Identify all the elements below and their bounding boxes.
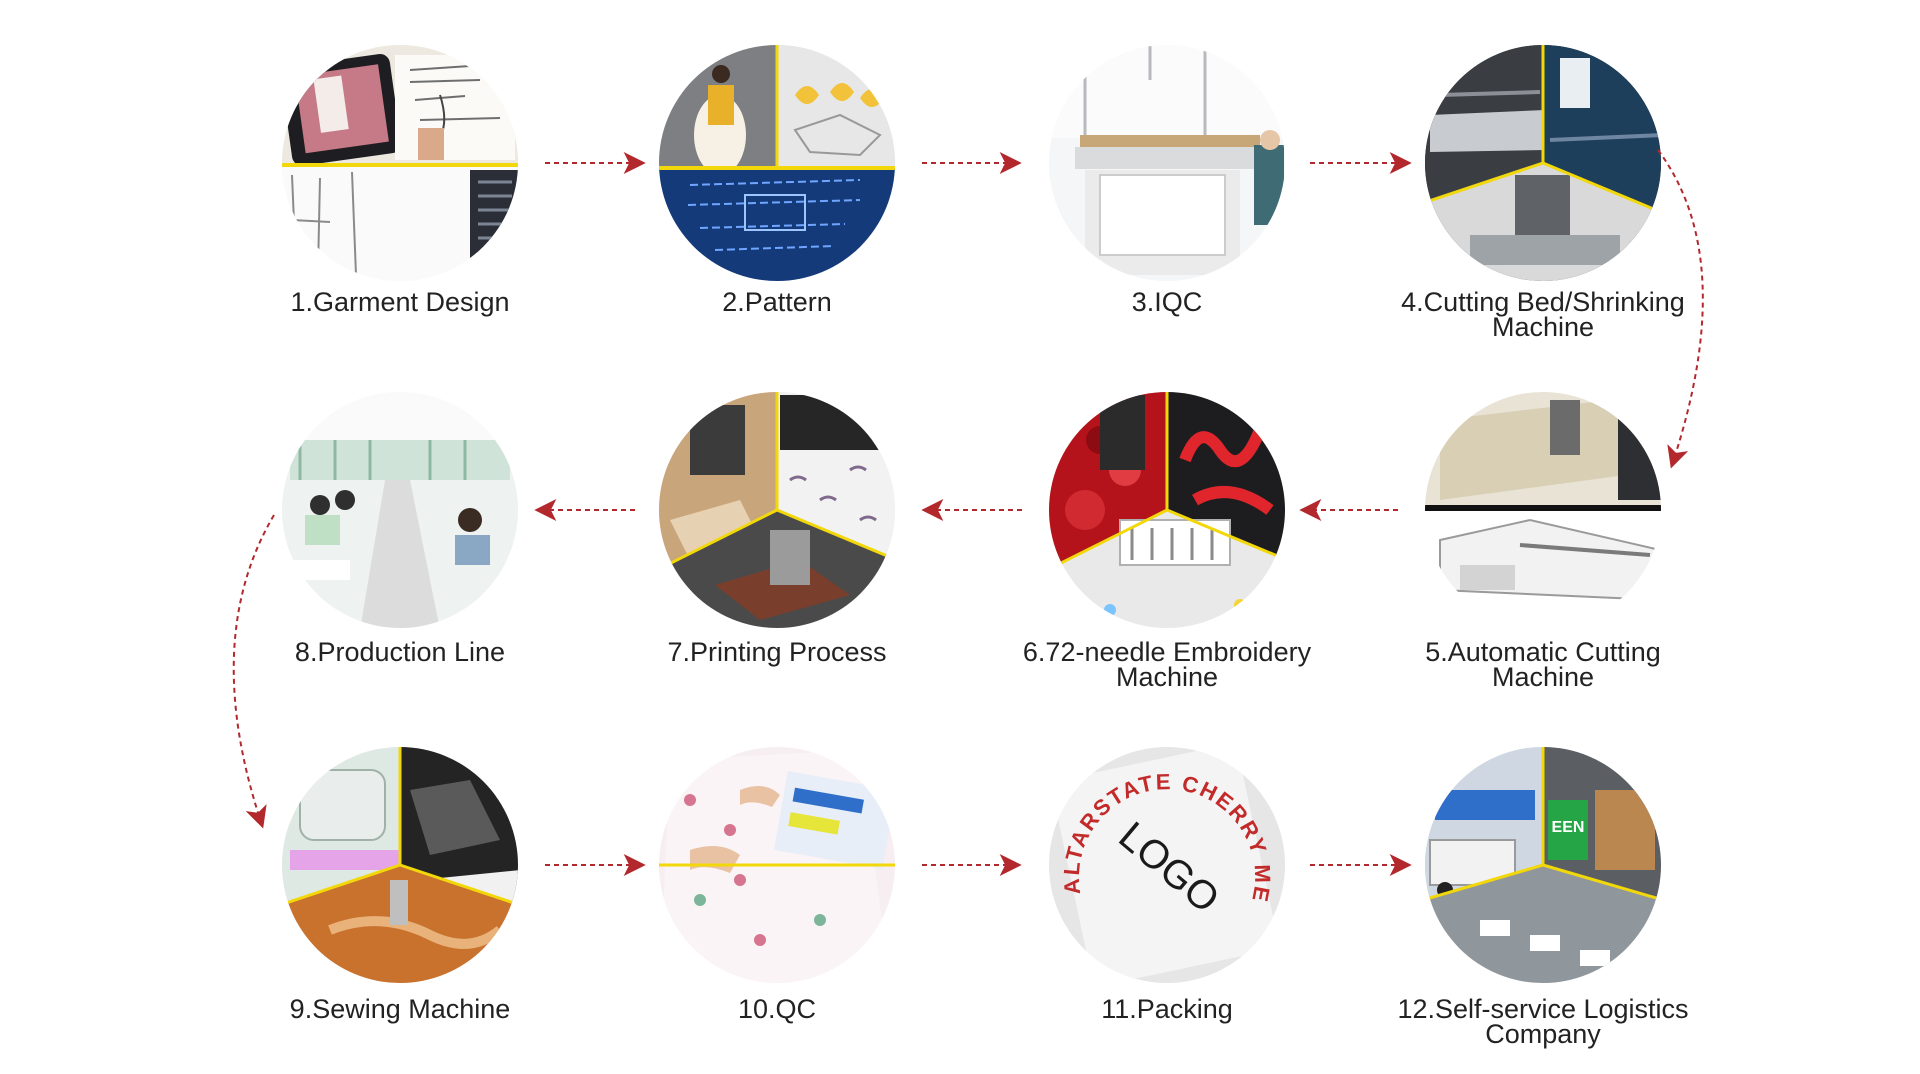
- logistics-photo: EEN: [1425, 747, 1661, 983]
- step-label-3: 3.IQC: [1131, 287, 1203, 317]
- cutting-bed-photo: [1425, 45, 1661, 281]
- iqc-photo: [1049, 45, 1285, 281]
- garment-design-photo: [282, 45, 518, 281]
- step-label-1: 1.Garment Design: [290, 287, 510, 317]
- printing-process-photo: [659, 392, 895, 628]
- logistics-sign-text: EEN: [1552, 819, 1585, 836]
- step-label-9: 9.Sewing Machine: [289, 994, 511, 1024]
- step-label-8: 8.Production Line: [294, 637, 506, 667]
- flow-arrows: [232, 149, 1704, 876]
- automatic-cutting-photo: [1425, 392, 1661, 628]
- pattern-photo: [659, 45, 895, 281]
- sewing-machine-photo: [282, 747, 518, 983]
- qc-photo: [659, 747, 895, 983]
- step-label-11: 11.Packing: [1101, 994, 1233, 1024]
- step-label-2: 2.Pattern: [722, 287, 832, 317]
- step-label-7: 7.Printing Process: [667, 637, 887, 667]
- embroidery-photo: [1049, 392, 1285, 628]
- arrow-8-to-9: [232, 514, 275, 829]
- step-label-10: 10.QC: [737, 994, 817, 1024]
- arrow-4-to-5: [1657, 149, 1704, 469]
- production-line-photo: [282, 392, 518, 628]
